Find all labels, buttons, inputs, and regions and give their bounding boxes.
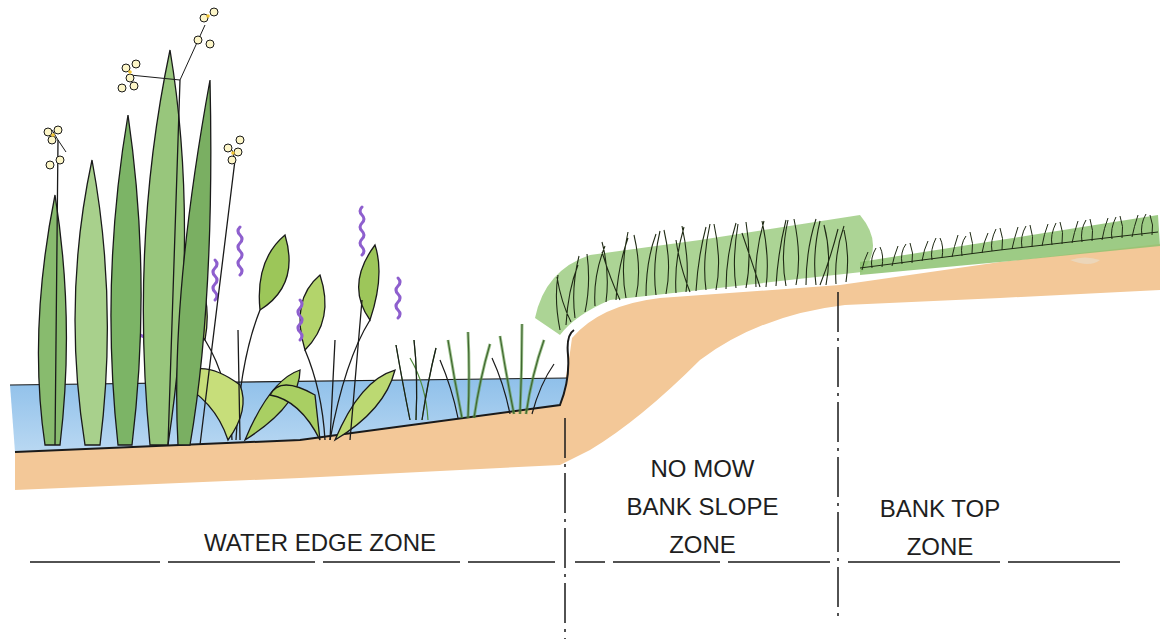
bank-top-grass-wash bbox=[860, 215, 1160, 275]
zone-dividers bbox=[30, 292, 1120, 639]
grass-wash bbox=[535, 215, 873, 335]
zone-label: NO MOW BANK SLOPE ZONE bbox=[620, 450, 785, 564]
arrowhead-plants bbox=[38, 25, 235, 445]
slope-grass bbox=[556, 219, 847, 330]
bank-top-grass bbox=[862, 214, 1153, 270]
soil-texture bbox=[1070, 258, 1100, 265]
bank-top-line bbox=[860, 232, 1158, 268]
flower-centers bbox=[51, 14, 235, 155]
rush-clumps bbox=[396, 324, 554, 420]
white-yellow-flowers bbox=[44, 8, 244, 169]
zone-label: BANK TOP ZONE bbox=[870, 490, 1010, 566]
zone-label: WATER EDGE ZONE bbox=[120, 524, 520, 562]
